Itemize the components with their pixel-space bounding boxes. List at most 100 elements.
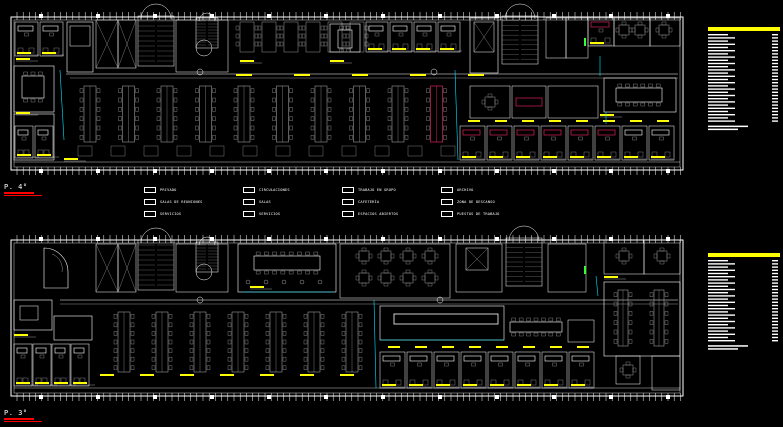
chair — [640, 102, 646, 107]
schedule-row-text — [708, 301, 735, 303]
chair — [130, 356, 135, 362]
private-office — [389, 21, 414, 53]
chair — [637, 151, 644, 158]
chair — [632, 367, 637, 373]
chair — [320, 314, 325, 319]
chair — [113, 331, 118, 336]
chair — [358, 314, 363, 319]
chair — [361, 247, 367, 252]
workstation-cluster — [233, 85, 255, 143]
chair — [604, 37, 611, 44]
floor-label-lower-underline — [4, 418, 34, 420]
legend-label: TRABAJO EN GRUPO — [358, 188, 396, 192]
chair — [254, 33, 259, 39]
chair — [79, 135, 84, 140]
office-walls — [365, 21, 389, 53]
chair — [487, 106, 493, 111]
tag-bar — [490, 384, 504, 386]
room — [615, 355, 641, 385]
chair — [349, 135, 353, 140]
chair — [358, 365, 363, 370]
chair — [399, 275, 404, 281]
chair — [668, 27, 673, 33]
schedule-row-text — [708, 320, 735, 323]
chair — [358, 348, 363, 353]
legend-swatch — [144, 211, 156, 217]
schedule-row-value — [772, 327, 778, 329]
glazing — [595, 275, 599, 297]
chair — [113, 314, 118, 319]
schedule-row-text — [708, 101, 735, 103]
chair — [327, 125, 332, 131]
office-desk — [570, 129, 589, 136]
column — [96, 395, 100, 399]
chair — [233, 116, 238, 121]
chair — [96, 125, 101, 131]
table — [424, 250, 436, 262]
schedule-row-text — [708, 263, 735, 265]
private-office — [541, 351, 568, 389]
round-table — [481, 93, 499, 111]
office-walls — [389, 21, 413, 53]
chair — [648, 102, 653, 107]
room-tag — [604, 276, 626, 280]
schedule-row-value — [772, 301, 778, 303]
chair — [320, 356, 325, 362]
column — [666, 395, 670, 399]
tag-bar — [577, 346, 589, 348]
office-walls — [514, 351, 541, 389]
tag-bar — [496, 346, 508, 348]
office-desk — [368, 25, 384, 32]
column — [210, 14, 214, 18]
chair — [422, 32, 428, 37]
chair — [584, 379, 591, 386]
chair — [135, 135, 139, 140]
chair — [422, 379, 429, 386]
column — [381, 395, 385, 399]
chair — [323, 25, 328, 31]
tag-bar — [600, 114, 614, 116]
chair — [195, 88, 199, 93]
room-tag — [571, 384, 593, 388]
schedule-row-value — [772, 34, 778, 36]
tag-bar — [17, 52, 31, 54]
column — [552, 169, 556, 173]
chair — [358, 331, 363, 336]
schedule-row-text — [708, 308, 735, 310]
chair — [345, 41, 350, 47]
workstation-cluster — [118, 85, 139, 143]
schedule-row-text — [708, 62, 735, 65]
chair — [405, 282, 411, 287]
chair — [279, 25, 284, 31]
chair — [327, 107, 332, 112]
private-office — [14, 125, 39, 159]
schedule-row-value — [772, 324, 778, 326]
schedule-row-value — [772, 292, 778, 294]
legend-item: ESPACIOS ABIERTOS — [342, 210, 398, 218]
column — [495, 237, 499, 241]
office-walls — [460, 351, 487, 389]
chair — [49, 32, 54, 37]
chair — [390, 362, 395, 367]
chair — [113, 348, 118, 353]
chair — [421, 275, 426, 281]
chair — [130, 322, 135, 328]
chair — [320, 322, 325, 328]
chair — [341, 339, 346, 345]
chair — [404, 116, 409, 121]
chair — [118, 88, 122, 93]
schedule-header — [708, 27, 780, 31]
plant — [299, 279, 305, 285]
exterior-wall — [10, 239, 684, 397]
round-table — [355, 269, 373, 287]
chair — [156, 88, 161, 93]
chair — [443, 116, 447, 121]
legend-swatch — [144, 199, 156, 205]
chair — [173, 116, 178, 121]
chair — [113, 365, 118, 370]
chair — [168, 348, 173, 353]
chair — [135, 116, 139, 121]
elevator-block — [117, 243, 137, 293]
chair — [664, 329, 669, 335]
tag-bar — [240, 60, 254, 62]
